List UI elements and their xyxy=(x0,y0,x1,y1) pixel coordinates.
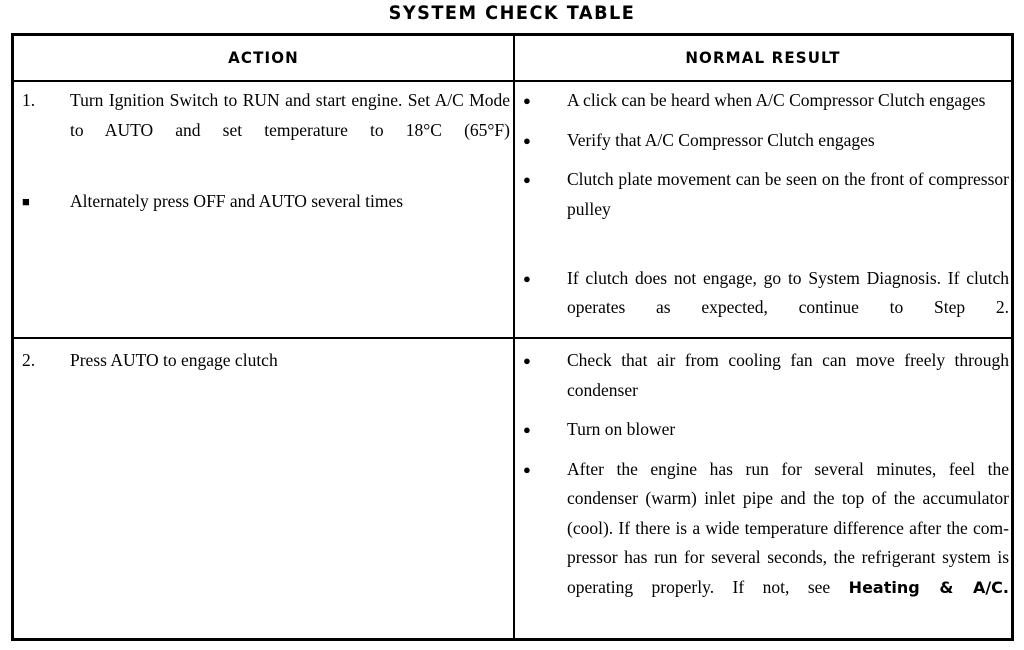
bullet-icon: ● xyxy=(523,422,531,437)
list-item: ● Verify that A/C Compressor Clutch enga… xyxy=(523,126,1009,156)
list-item-text: Press AUTO to engage clutch xyxy=(70,350,278,370)
bullet-icon: ● xyxy=(523,353,531,368)
list-item-text: Alternately press OFF and AUTO several t… xyxy=(70,190,404,211)
bullet-icon: ● xyxy=(523,461,531,477)
list-item-text: If clutch does not engage, go to System … xyxy=(567,267,1009,318)
list-item: ● If clutch does not engage, go to Syste… xyxy=(523,264,1009,353)
table-cell-row2-normal-result: ● Check that air from cooling fan can mo… xyxy=(523,346,1009,632)
bullet-icon: ■ xyxy=(22,193,30,209)
list-item: 1. Turn Ignition Switch to RUN and start… xyxy=(22,86,510,175)
list-item-text-run: After the engine has run for several min… xyxy=(567,458,1009,597)
list-item: ■ Alternately press OFF and AUTO several… xyxy=(22,187,510,217)
header-separator-rule xyxy=(14,80,1011,82)
list-item: ● Clutch plate movement can be seen on t… xyxy=(523,165,1009,254)
table-cell-row2-action: 2. Press AUTO to engage clutch xyxy=(22,346,510,376)
list-item: 2. Press AUTO to engage clutch xyxy=(22,346,510,376)
bullet-icon: ● xyxy=(523,172,531,187)
bullet-icon: ● xyxy=(523,132,531,148)
cross-reference-link[interactable]: Heating & A/C. xyxy=(848,577,1010,597)
list-item-text: Turn Ignition Switch to RUN and start en… xyxy=(70,90,510,140)
table-cell-row1-normal-result: ● A click can be heard when A/C Compress… xyxy=(523,86,1009,352)
list-item-text: Clutch plate movement can be seen on the… xyxy=(567,169,1009,219)
list-item-text: Turn on blower xyxy=(567,419,676,439)
list-item: ● Turn on blower xyxy=(523,415,1009,445)
step-number-marker: 2. xyxy=(22,350,36,370)
row-separator-rule xyxy=(14,337,1011,339)
column-header-action: ACTION xyxy=(228,48,299,67)
page-title: SYSTEM CHECK TABLE xyxy=(388,2,636,24)
table-cell-row1-action: 1. Turn Ignition Switch to RUN and start… xyxy=(22,86,510,216)
list-item: ● After the engine has run for several m… xyxy=(523,455,1009,632)
system-check-table: ACTION NORMAL RESULT 1. Turn Ignition Sw… xyxy=(11,33,1014,641)
step-number-marker: 1. xyxy=(22,90,36,110)
list-item: ● Check that air from cooling fan can mo… xyxy=(523,346,1009,405)
list-item: ● A click can be heard when A/C Compress… xyxy=(523,86,1009,116)
list-item-text: A click can be heard when A/C Compressor… xyxy=(567,90,986,110)
bullet-icon: ● xyxy=(523,93,531,108)
column-header-normal-result: NORMAL RESULT xyxy=(685,48,841,67)
list-item-text: Check that air from cooling fan can move… xyxy=(567,350,1009,400)
bullet-icon: ● xyxy=(523,270,531,286)
list-item-text: After the engine has run for several min… xyxy=(567,455,1009,632)
list-item-text: Verify that A/C Compressor Clutch engage… xyxy=(567,129,875,150)
